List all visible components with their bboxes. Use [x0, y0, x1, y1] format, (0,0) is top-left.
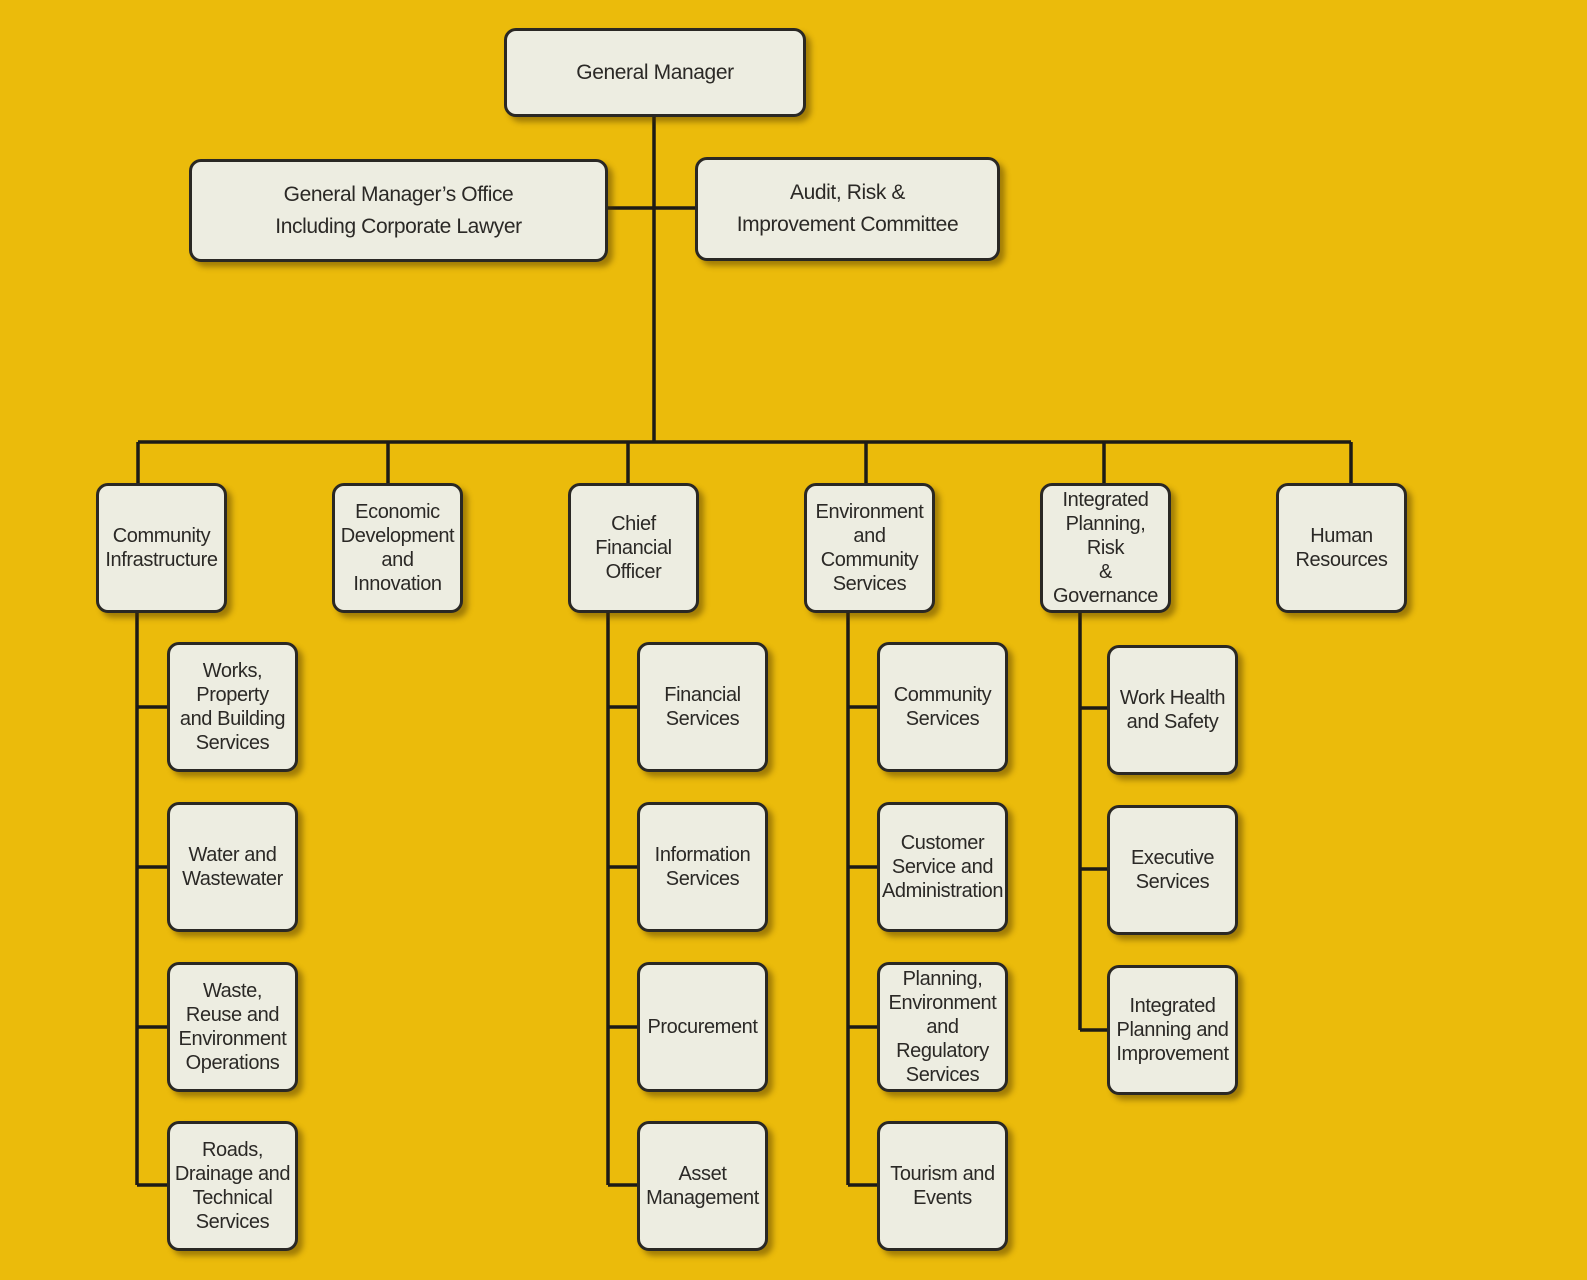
node-ci-unit-4: Roads, Drainage and Technical Services [167, 1121, 298, 1251]
node-environment-community: Environment and Community Services [804, 483, 935, 613]
node-ci-unit-2: Water and Wastewater [167, 802, 298, 932]
node-iprg-unit-2: Executive Services [1107, 805, 1238, 935]
node-ci-unit-1: Works, Property and Building Services [167, 642, 298, 772]
node-ecs-unit-1: Community Services [877, 642, 1008, 772]
node-general-manager: General Manager [504, 28, 806, 117]
node-economic-development: Economic Development and Innovation [332, 483, 463, 613]
node-chief-financial-officer: Chief Financial Officer [568, 483, 699, 613]
node-iprg-unit-3: Integrated Planning and Improvement [1107, 965, 1238, 1095]
node-human-resources: Human Resources [1276, 483, 1407, 613]
node-audit-committee: Audit, Risk & Improvement Committee [695, 157, 1000, 261]
node-cfo-unit-3: Procurement [637, 962, 768, 1092]
node-ecs-unit-2: Customer Service and Administration [877, 802, 1008, 932]
node-ci-unit-3: Waste, Reuse and Environment Operations [167, 962, 298, 1092]
node-iprg-unit-1: Work Health and Safety [1107, 645, 1238, 775]
node-ecs-unit-4: Tourism and Events [877, 1121, 1008, 1251]
node-gm-office: General Manager’s Office Including Corpo… [189, 159, 608, 262]
node-integrated-planning: Integrated Planning, Risk & Governance [1040, 483, 1171, 613]
node-cfo-unit-4: Asset Management [637, 1121, 768, 1251]
node-ecs-unit-3: Planning, Environment and Regulatory Ser… [877, 962, 1008, 1092]
node-cfo-unit-1: Financial Services [637, 642, 768, 772]
node-community-infrastructure: Community Infrastructure [96, 483, 227, 613]
node-cfo-unit-2: Information Services [637, 802, 768, 932]
